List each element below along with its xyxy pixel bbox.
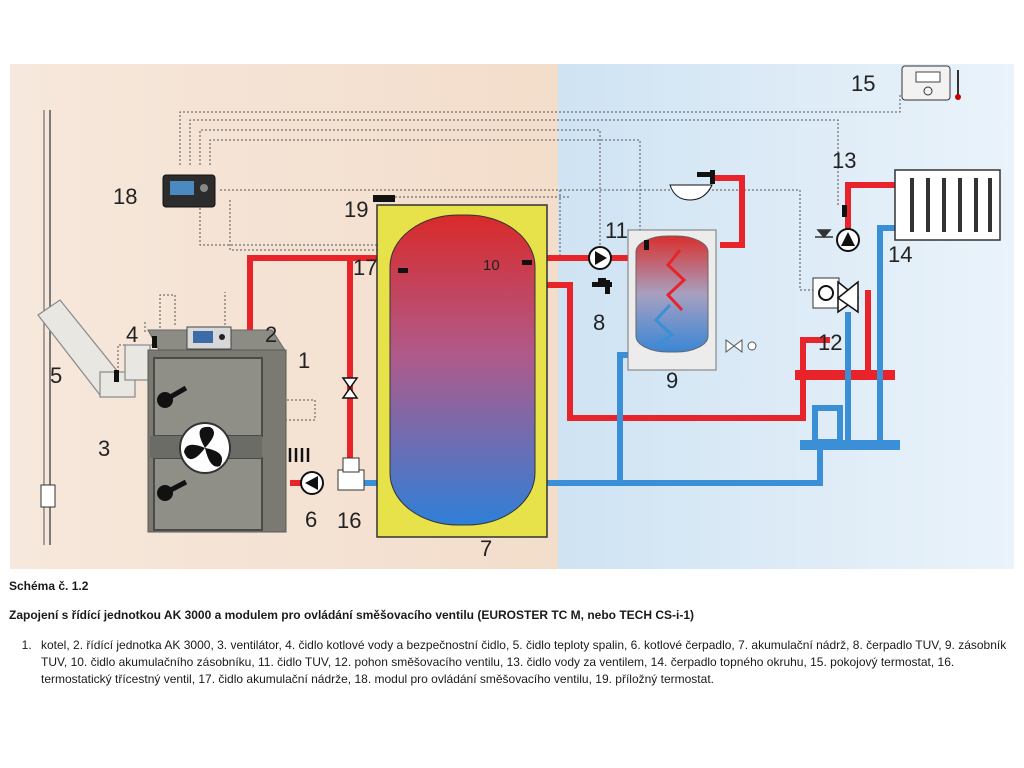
caption: Schéma č. 1.2 Zapojení s řídící jednotko… [9,578,1014,688]
mixing-module-icon [162,174,216,208]
label-1: 1 [298,348,310,373]
accumulation-tank [376,204,548,538]
hot-pipes [247,175,895,486]
water-sensor-13 [842,205,847,217]
label-18: 18 [113,184,137,209]
vent-icon [815,229,833,239]
label-16: 16 [337,508,361,533]
control-unit [186,326,232,350]
pump-icon [300,471,324,495]
heating-pump-icon [836,228,860,252]
label-5: 5 [50,363,62,388]
fan-icon [179,422,231,474]
label-13: 13 [832,148,856,173]
tuv-pump-icon [588,246,612,270]
flue-pipe [37,299,151,398]
tank-sensor-10 [522,260,532,265]
schema-heading: Schéma č. 1.2 [9,579,89,593]
label-6: 6 [305,507,317,532]
label-12: 12 [818,330,842,355]
room-thermostat-icon [901,65,961,101]
label-14: 14 [888,242,912,267]
faucet-icon [592,278,612,294]
label-7: 7 [480,536,492,561]
radiator-mini-icon [288,448,310,462]
cold-manifold [800,440,900,450]
label-11: 11 [605,218,628,243]
label-10: 10 [483,257,500,274]
mixing-actuator [812,277,840,309]
radiator [894,169,1001,241]
label-9: 9 [666,368,678,393]
mixing-valve-icon [836,280,860,314]
label-8: 8 [593,310,605,335]
wall-device [40,484,56,508]
legend-list: kotel, 2. řídící jednotka AK 3000, 3. ve… [9,637,1014,688]
label-15: 15 [851,71,875,96]
tuv-sensor [644,240,649,250]
valve-icon [341,377,359,399]
heating-system-diagram: 1 2 3 4 5 6 7 8 9 10 11 12 13 14 15 16 1… [10,64,1014,569]
schema-title: Zapojení s řídící jednotkou AK 3000 a mo… [9,608,694,622]
label-17: 17 [353,255,377,280]
flue-sensor [114,370,119,382]
label-3: 3 [98,436,110,461]
three-way-valve-icon [337,457,365,491]
cold-manifold-top [812,405,843,445]
tuv-storage [627,229,717,371]
safety-valve-icon [725,339,757,353]
clamp-thermostat [373,195,395,202]
legend-text: kotel, 2. řídící jednotka AK 3000, 3. ve… [35,637,1014,688]
tank-sensor-17 [398,268,408,273]
door-handle-icon [157,385,188,501]
label-4: 4 [126,322,138,347]
shower-icon [669,170,715,201]
boiler-sensor [152,336,157,348]
label-2: 2 [265,322,277,347]
label-19: 19 [344,197,368,222]
